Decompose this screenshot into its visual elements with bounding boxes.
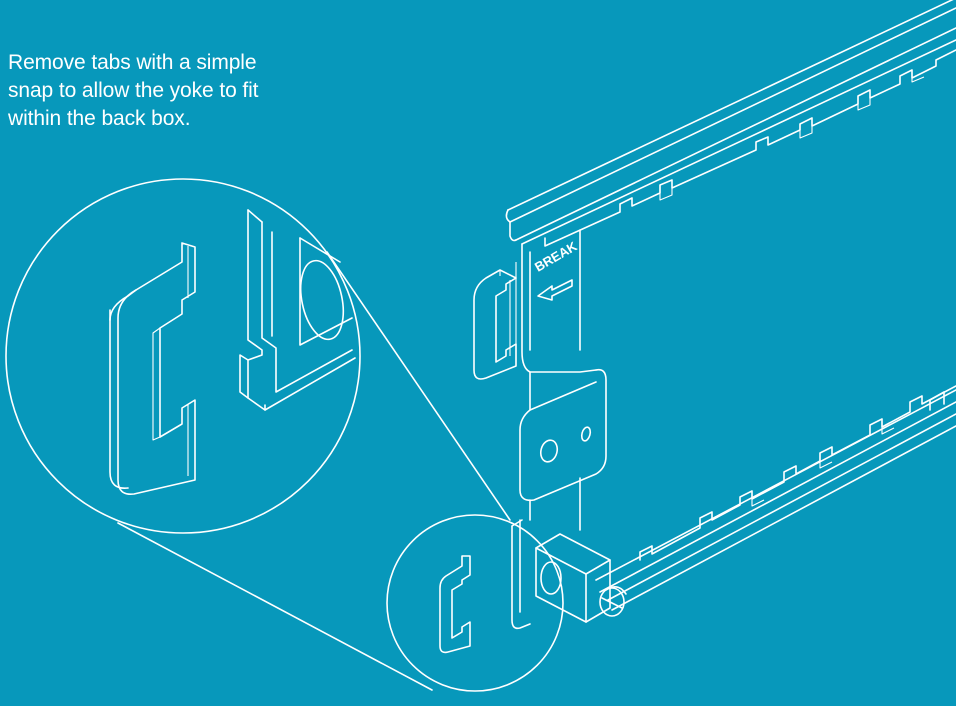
terminal-hole — [540, 561, 562, 595]
enlarged-tab — [109, 242, 196, 496]
small-circle — [386, 514, 564, 692]
magnified-detail — [5, 178, 511, 691]
instruction-caption: Remove tabs with a simple snap to allow … — [8, 49, 353, 133]
break-label: BREAK — [532, 238, 580, 274]
screw-icon — [599, 586, 627, 617]
enlarged-yoke-edge — [239, 209, 356, 411]
caption-line-2: snap to allow the yoke to fit — [8, 79, 259, 102]
caption-line-1: Remove tabs with a simple — [8, 51, 257, 74]
caption-line-3: within the back box. — [8, 107, 191, 130]
mounting-hole-small — [580, 426, 592, 442]
break-arrow-icon — [537, 279, 573, 301]
mounting-hole-large — [539, 439, 559, 463]
magnifier-circle — [5, 178, 361, 534]
small-detail-circle — [386, 514, 564, 692]
callout-line-lower — [117, 522, 433, 691]
yoke-body: BREAK — [473, 0, 956, 630]
callout-line-upper — [326, 251, 511, 521]
terminal-top — [535, 533, 611, 575]
